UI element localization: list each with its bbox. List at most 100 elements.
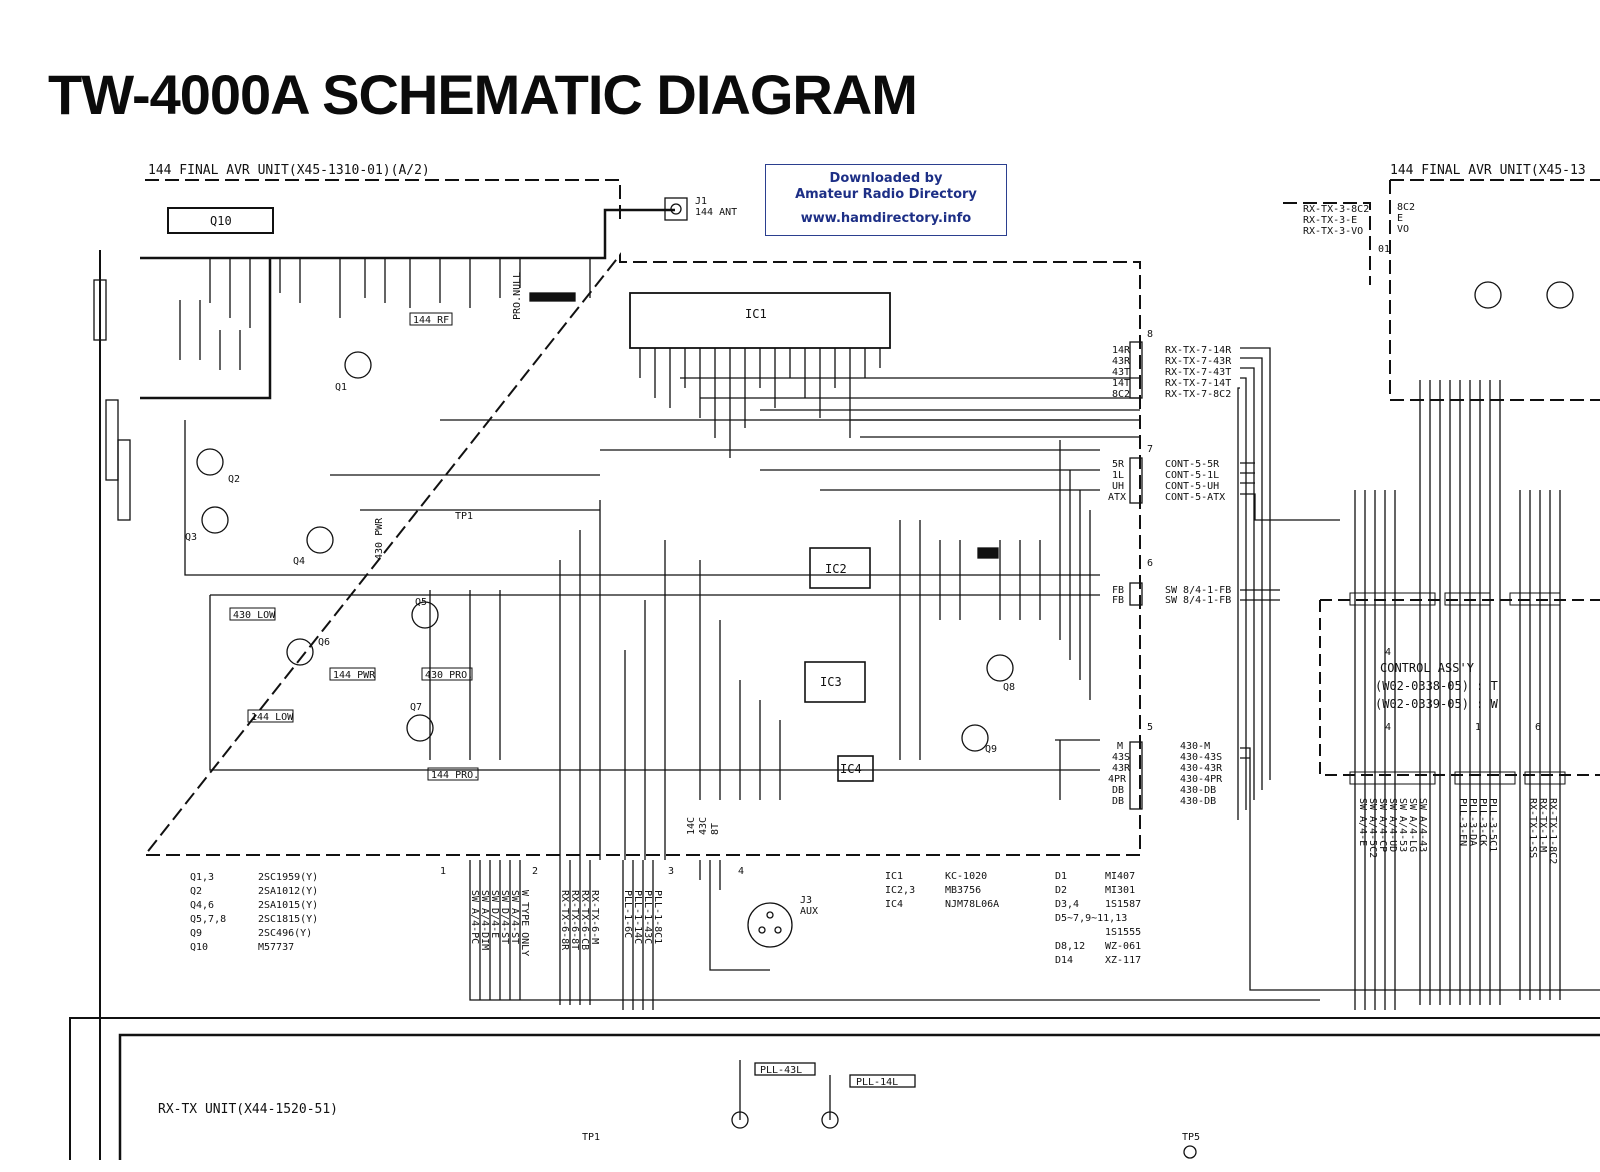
svg-text:4: 4 (1385, 647, 1391, 658)
svg-text:43C: 43C (698, 817, 709, 835)
svg-text:8: 8 (1147, 329, 1153, 340)
q7-label: Q7 (410, 702, 422, 713)
q6-label: Q6 (318, 637, 330, 648)
svg-text:SW 8/4-1-FB: SW 8/4-1-FB (1165, 595, 1231, 606)
svg-text:RX-TX-3-8C2: RX-TX-3-8C2 (1303, 204, 1369, 215)
svg-text:RX-TX-7-14R: RX-TX-7-14R (1165, 345, 1232, 356)
svg-text:NJM78L06A: NJM78L06A (945, 899, 999, 910)
svg-text:IC4: IC4 (885, 899, 903, 910)
svg-text:SW D/4-ST: SW D/4-ST (499, 890, 510, 944)
svg-text:430-DB: 430-DB (1180, 785, 1216, 796)
svg-text:6: 6 (1147, 558, 1153, 569)
svg-text:KC-1020: KC-1020 (945, 871, 987, 882)
pll-14l-label: PLL-14L (856, 1077, 898, 1088)
svg-text:1L: 1L (1112, 470, 1124, 481)
svg-text:D3,4: D3,4 (1055, 899, 1079, 910)
svg-text:430-4PR: 430-4PR (1180, 774, 1223, 785)
svg-text:SW A/4-43: SW A/4-43 (1417, 798, 1428, 852)
svg-text:43R: 43R (1112, 763, 1131, 774)
svg-text:14C: 14C (686, 817, 697, 835)
svg-text:D5~7,9~11,13: D5~7,9~11,13 (1055, 913, 1127, 924)
boxed-label: 144 PWR (333, 670, 376, 681)
connector-7: 7 5R 1L UH ATX CONT-5-5R CONT-5-1L CONT-… (1108, 444, 1225, 503)
svg-text:SW A/4-E: SW A/4-E (1357, 798, 1368, 846)
svg-text:RX-TX-7-8C2: RX-TX-7-8C2 (1165, 389, 1231, 400)
svg-text:RX-TX-3-E: RX-TX-3-E (1303, 215, 1357, 226)
aux-label: AUX (800, 906, 818, 917)
svg-text:Q5,7,8: Q5,7,8 (190, 914, 226, 925)
svg-text:RX-TX-7-14T: RX-TX-7-14T (1165, 378, 1231, 389)
control-assy: CONTROL ASS'Y (W02-0338-05) : T (W02-033… (1349, 592, 1566, 785)
bottom-connector-2: 2 RX-TX-6-8R RX-TX-6-8T RX-TX-6-CB RX-TX… (532, 866, 600, 951)
connector-6: 6 FB FB SW 8/4-1-FB SW 8/4-1-FB (1112, 558, 1231, 606)
svg-text:PLL-1-8C1: PLL-1-8C1 (652, 890, 663, 944)
svg-text:SW 8/4-1-FB: SW 8/4-1-FB (1165, 585, 1231, 596)
q3-label: Q3 (185, 532, 197, 543)
svg-text:DB: DB (1112, 785, 1124, 796)
ic2-label: IC2 (825, 562, 847, 576)
svg-text:RX-TX-6-8T: RX-TX-6-8T (569, 890, 580, 950)
control-bottom-signals: SW A/4-E SW A/4-5C2 SW A/4-CP SW A/4-UD … (1357, 798, 1558, 864)
svg-text:IC1: IC1 (885, 871, 903, 882)
connector-01: 01 8C2 E VO RX-TX-3-8C2 RX-TX-3-E RX-TX-… (1303, 202, 1415, 255)
bottom-connector-1: 1 SW A/4-PC SW A/4-DIM SW D/4-E SW D/4-S… (440, 866, 530, 956)
svg-text:4PR: 4PR (1108, 774, 1127, 785)
antenna-ref: J1 (695, 196, 707, 207)
svg-text:DB: DB (1112, 796, 1124, 807)
svg-text:1: 1 (1475, 722, 1481, 733)
svg-text:(W02-0338-05) : T: (W02-0338-05) : T (1375, 679, 1498, 693)
boxed-label: 144 RF (413, 315, 449, 326)
svg-text:43R: 43R (1112, 356, 1131, 367)
svg-text:RX-TX-1-SS: RX-TX-1-SS (1527, 798, 1538, 858)
svg-text:430-DB: 430-DB (1180, 796, 1216, 807)
svg-text:2SA1012(Y): 2SA1012(Y) (258, 886, 318, 897)
svg-text:IC2,3: IC2,3 (885, 885, 915, 896)
svg-text:E: E (1397, 213, 1403, 224)
svg-text:RX-TX-7-43R: RX-TX-7-43R (1165, 356, 1232, 367)
q4-label: Q4 (293, 556, 305, 567)
svg-text:4: 4 (1385, 722, 1391, 733)
watermark-box: Downloaded by Amateur Radio Directory ww… (765, 164, 1007, 236)
boxed-label: PRO.NULL (512, 272, 523, 320)
connector-8: 8 14R 43R 43T 14T 8C2 RX-TX-7-14R RX-TX-… (1112, 329, 1232, 400)
bottom-connector-3: 3 PLL-1-6C PLL-1-14C PLL-1-43C PLL-1-8C1 (622, 866, 674, 944)
svg-text:7: 7 (1147, 444, 1153, 455)
svg-text:6: 6 (1535, 722, 1541, 733)
svg-text:5: 5 (1147, 722, 1153, 733)
svg-text:SW A/4-CP: SW A/4-CP (1377, 798, 1388, 852)
svg-text:SW A/4-DIM: SW A/4-DIM (479, 890, 490, 950)
svg-text:SW A/4-53: SW A/4-53 (1397, 798, 1408, 852)
q8-label: Q8 (1003, 682, 1015, 693)
svg-text:Q10: Q10 (190, 942, 208, 953)
bottom-connector-4: 4 14C 43C 8T (686, 817, 744, 877)
unit-label-left: 144 FINAL AVR UNIT(X45-1310-01)(A/2) (148, 163, 430, 178)
svg-text:2SC496(Y): 2SC496(Y) (258, 928, 312, 939)
svg-text:PLL-3-EN: PLL-3-EN (1457, 798, 1468, 846)
svg-text:430-43S: 430-43S (1180, 752, 1222, 763)
svg-text:PLL-1-43C: PLL-1-43C (642, 890, 653, 944)
svg-text:CONT-5-UH: CONT-5-UH (1165, 481, 1219, 492)
svg-text:2: 2 (532, 866, 538, 877)
svg-text:SW A/4-LG: SW A/4-LG (1407, 798, 1418, 852)
svg-text:W TYPE ONLY: W TYPE ONLY (519, 890, 530, 956)
svg-text:4: 4 (738, 866, 744, 877)
svg-text:RX-TX-7-43T: RX-TX-7-43T (1165, 367, 1231, 378)
svg-text:14T: 14T (1112, 378, 1130, 389)
boxed-label: 144 LOW (251, 712, 294, 723)
svg-text:2SC1815(Y): 2SC1815(Y) (258, 914, 318, 925)
unit-label-bottom: RX-TX UNIT(X44-1520-51) (158, 1102, 338, 1117)
svg-text:UH: UH (1112, 481, 1124, 492)
testpoint-label: TP5 (1182, 1132, 1200, 1143)
svg-text:5R: 5R (1112, 459, 1125, 470)
page-title: TW-4000A SCHEMATIC DIAGRAM (48, 63, 918, 126)
svg-text:PLL-3-DA: PLL-3-DA (1467, 798, 1478, 846)
testpoint-label: TP1 (582, 1132, 600, 1143)
svg-text:MI301: MI301 (1105, 885, 1135, 896)
boxed-label: 430 LOW (233, 610, 276, 621)
svg-text:XZ-117: XZ-117 (1105, 955, 1141, 966)
boxed-label: 430 PWR (374, 517, 385, 560)
svg-text:FB: FB (1112, 595, 1124, 606)
svg-text:SW A/4-UD: SW A/4-UD (1387, 798, 1398, 852)
svg-text:CONT-5-1L: CONT-5-1L (1165, 470, 1219, 481)
